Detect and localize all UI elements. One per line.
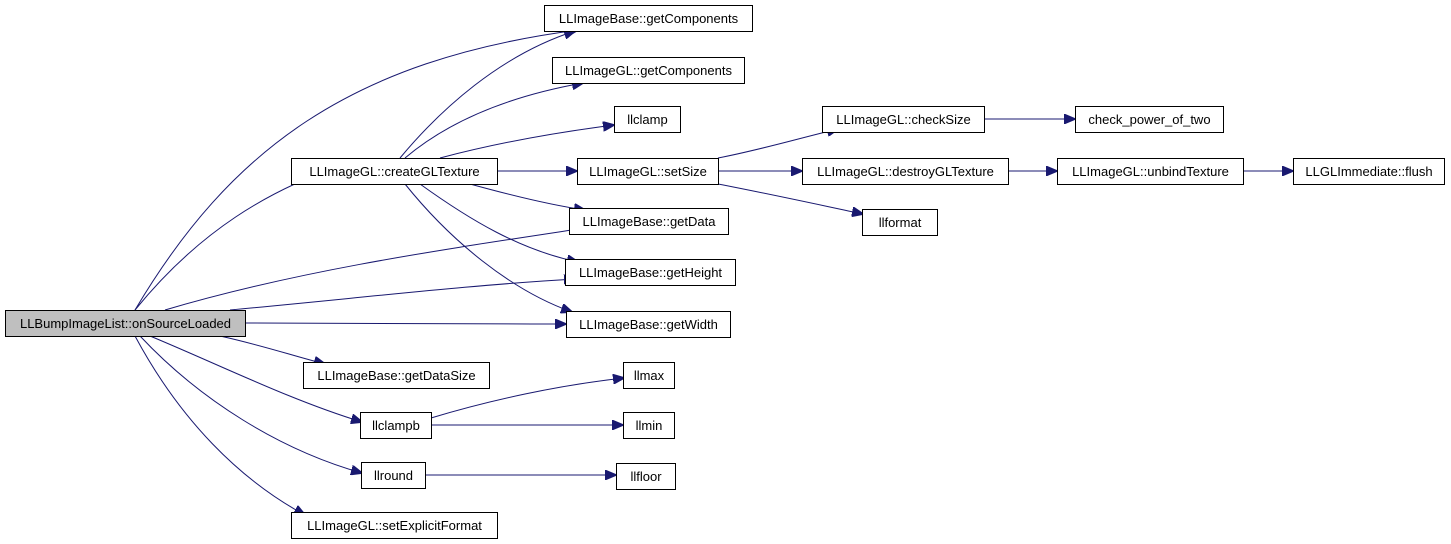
- node-llmax[interactable]: llmax: [623, 362, 675, 389]
- node-llmin[interactable]: llmin: [623, 412, 675, 439]
- node-label-llmin: llmin: [636, 418, 663, 433]
- node-getWidth[interactable]: LLImageBase::getWidth: [566, 311, 731, 338]
- edge-createGLTexture-to-getHeight: [419, 183, 578, 262]
- node-baseGetComponents[interactable]: LLImageBase::getComponents: [544, 5, 753, 32]
- node-label-getWidth: LLImageBase::getWidth: [579, 317, 718, 332]
- node-label-onSourceLoaded: LLBumpImageList::onSourceLoaded: [20, 316, 231, 331]
- node-label-getDataSize: LLImageBase::getDataSize: [317, 368, 475, 383]
- edge-onSourceLoaded-to-llclampb: [149, 335, 362, 422]
- node-llclamp[interactable]: llclamp: [614, 106, 681, 133]
- edge-createGLTexture-to-llclamp: [439, 125, 614, 159]
- edge-setSize-to-checkSize: [717, 129, 838, 159]
- node-label-llformat: llformat: [879, 215, 922, 230]
- node-label-baseGetComponents: LLImageBase::getComponents: [559, 11, 739, 26]
- edge-llclampb-to-llmax: [430, 378, 624, 419]
- node-box-getWidth[interactable]: [566, 311, 731, 338]
- node-box-llclampb[interactable]: [360, 412, 432, 439]
- node-onSourceLoaded[interactable]: LLBumpImageList::onSourceLoaded: [5, 310, 246, 337]
- edge-onSourceLoaded-to-setExplicitFormat: [134, 335, 305, 515]
- edge-onSourceLoaded-to-createGLTexture: [134, 166, 340, 311]
- node-label-checkPow2: check_power_of_two: [1088, 112, 1210, 127]
- node-destroyGLTexture[interactable]: LLImageGL::destroyGLTexture: [802, 158, 1009, 185]
- node-llround[interactable]: llround: [361, 462, 426, 489]
- edge-onSourceLoaded-to-getData: [164, 228, 585, 311]
- node-label-llclampb: llclampb: [372, 418, 420, 433]
- node-box-llclamp[interactable]: [614, 106, 681, 133]
- node-box-llround[interactable]: [361, 462, 426, 489]
- node-label-flush: LLGLImmediate::flush: [1305, 164, 1432, 179]
- node-createGLTexture[interactable]: LLImageGL::createGLTexture: [291, 158, 498, 185]
- node-label-glGetComponents: LLImageGL::getComponents: [565, 63, 732, 78]
- node-label-createGLTexture: LLImageGL::createGLTexture: [309, 164, 479, 179]
- edge-createGLTexture-to-getData: [469, 183, 585, 210]
- node-llclampb[interactable]: llclampb: [360, 412, 432, 439]
- node-flush[interactable]: LLGLImmediate::flush: [1293, 158, 1445, 185]
- node-box-llfloor[interactable]: [616, 463, 676, 490]
- node-box-checkPow2[interactable]: [1075, 106, 1224, 133]
- edge-createGLTexture-to-glGetComponents: [404, 83, 583, 159]
- edge-onSourceLoaded-to-getWidth: [244, 323, 566, 324]
- node-box-onSourceLoaded[interactable]: [5, 310, 246, 337]
- node-box-createGLTexture[interactable]: [291, 158, 498, 185]
- node-box-glGetComponents[interactable]: [552, 57, 745, 84]
- node-label-getData: LLImageBase::getData: [583, 214, 717, 229]
- node-box-setExplicitFormat[interactable]: [291, 512, 498, 539]
- node-box-setSize[interactable]: [577, 158, 719, 185]
- node-label-setExplicitFormat: LLImageGL::setExplicitFormat: [307, 518, 482, 533]
- node-label-getHeight: LLImageBase::getHeight: [579, 265, 722, 280]
- node-box-getHeight[interactable]: [565, 259, 736, 286]
- node-setExplicitFormat[interactable]: LLImageGL::setExplicitFormat: [291, 512, 498, 539]
- nodes-layer: LLBumpImageList::onSourceLoadedLLImageBa…: [5, 5, 1445, 539]
- node-box-flush[interactable]: [1293, 158, 1445, 185]
- node-llfloor[interactable]: llfloor: [616, 463, 676, 490]
- node-box-llmax[interactable]: [623, 362, 675, 389]
- node-setSize[interactable]: LLImageGL::setSize: [577, 158, 719, 185]
- node-checkSize[interactable]: LLImageGL::checkSize: [822, 106, 985, 133]
- edge-setSize-to-llformat: [717, 183, 863, 214]
- node-checkPow2[interactable]: check_power_of_two: [1075, 106, 1224, 133]
- node-box-baseGetComponents[interactable]: [544, 5, 753, 32]
- node-label-checkSize: LLImageGL::checkSize: [836, 112, 970, 127]
- edge-onSourceLoaded-to-baseGetComponents: [134, 30, 578, 311]
- node-label-destroyGLTexture: LLImageGL::destroyGLTexture: [817, 164, 994, 179]
- node-label-setSize: LLImageGL::setSize: [589, 164, 707, 179]
- node-label-llround: llround: [374, 468, 413, 483]
- edge-onSourceLoaded-to-getDataSize: [219, 335, 325, 364]
- node-llformat[interactable]: llformat: [862, 209, 938, 236]
- node-getDataSize[interactable]: LLImageBase::getDataSize: [303, 362, 490, 389]
- edge-createGLTexture-to-baseGetComponents: [399, 31, 575, 159]
- node-box-getDataSize[interactable]: [303, 362, 490, 389]
- node-box-llmin[interactable]: [623, 412, 675, 439]
- node-box-checkSize[interactable]: [822, 106, 985, 133]
- node-box-llformat[interactable]: [862, 209, 938, 236]
- node-label-llmax: llmax: [634, 368, 665, 383]
- edge-onSourceLoaded-to-llround: [139, 335, 362, 473]
- node-box-getData[interactable]: [569, 208, 729, 235]
- node-getHeight[interactable]: LLImageBase::getHeight: [565, 259, 736, 286]
- node-label-llfloor: llfloor: [630, 469, 662, 484]
- node-box-destroyGLTexture[interactable]: [802, 158, 1009, 185]
- edge-onSourceLoaded-to-getHeight: [229, 279, 575, 311]
- node-label-unbindTexture: LLImageGL::unbindTexture: [1072, 164, 1229, 179]
- edge-createGLTexture-to-getWidth: [404, 183, 572, 312]
- node-getData[interactable]: LLImageBase::getData: [569, 208, 729, 235]
- node-box-unbindTexture[interactable]: [1057, 158, 1244, 185]
- node-label-llclamp: llclamp: [627, 112, 667, 127]
- node-unbindTexture[interactable]: LLImageGL::unbindTexture: [1057, 158, 1244, 185]
- node-glGetComponents[interactable]: LLImageGL::getComponents: [552, 57, 745, 84]
